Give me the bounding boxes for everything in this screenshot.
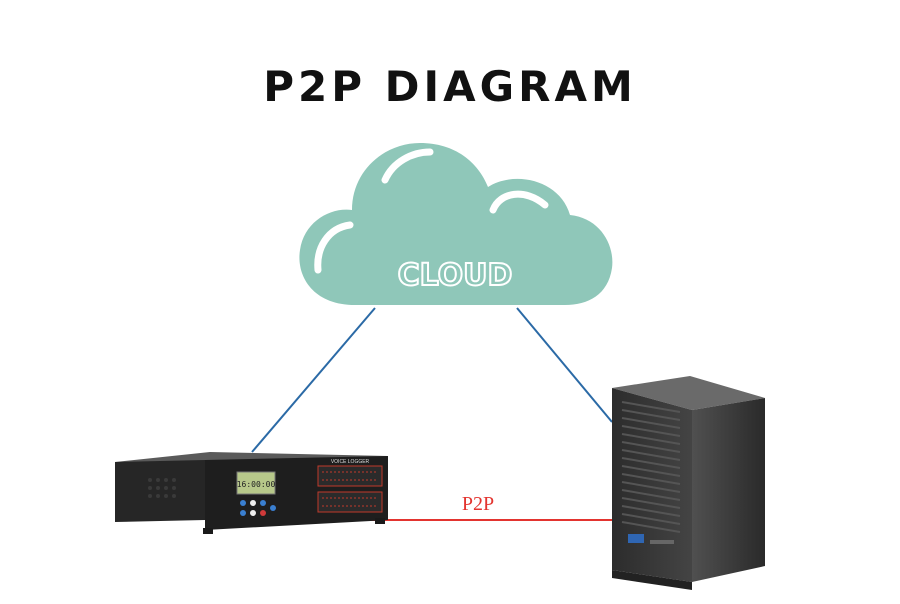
server-badge bbox=[628, 534, 644, 543]
voice-logger-device: 16:00:00 VOICE LOGGER bbox=[115, 452, 388, 534]
diagram-title: P2P DIAGRAM bbox=[263, 62, 637, 111]
p2p-label: P2P bbox=[462, 493, 494, 515]
lcd-text: 16:00:00 bbox=[237, 480, 276, 489]
cloud-icon: CLOUD bbox=[299, 143, 613, 305]
cloud-label: CLOUD bbox=[398, 258, 513, 293]
cloud-to-server-line bbox=[516, 307, 613, 423]
device-buttons bbox=[240, 500, 276, 516]
cloud-to-device-line bbox=[251, 307, 376, 453]
panel-label: VOICE LOGGER bbox=[331, 459, 370, 465]
tower-server bbox=[612, 376, 765, 590]
lcd-screen bbox=[236, 471, 276, 495]
